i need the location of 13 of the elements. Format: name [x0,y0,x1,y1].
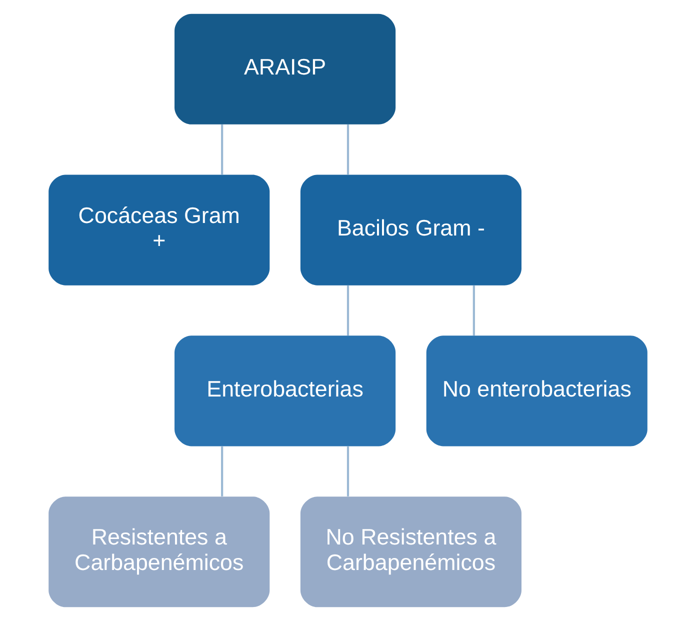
connector [346,285,349,336]
connector [220,124,223,175]
node-box: Enterobacterias [174,336,396,446]
connector [472,285,474,336]
node-box: Bacilos Gram - [300,174,521,286]
connector [220,446,223,496]
node-box: Cocáceas Gram + [48,174,270,286]
node-box: No enterobacterias [426,336,647,446]
node-box: ARAISP [174,14,396,124]
node-box: Resistentes a Carbapenémicos [48,496,270,608]
node-box: No Resistentes a Carbapenémicos [300,496,521,608]
connector [346,446,349,496]
connector [346,124,349,175]
